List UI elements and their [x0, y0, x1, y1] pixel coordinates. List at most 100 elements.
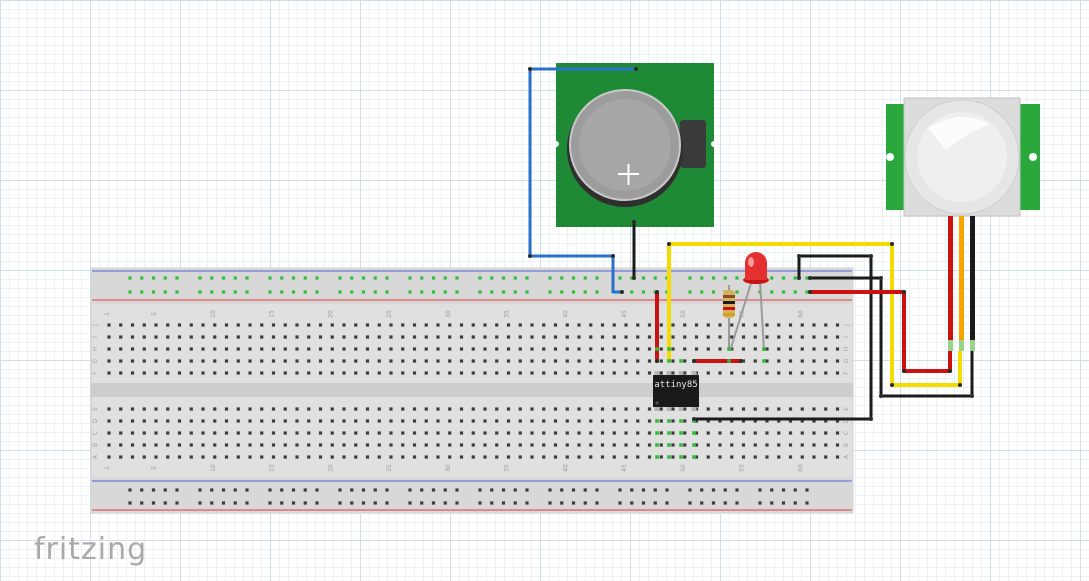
resistor[interactable]	[723, 285, 735, 351]
breadboard-holes	[107, 276, 840, 505]
hole	[295, 323, 299, 327]
hole	[765, 455, 769, 459]
hole	[283, 443, 287, 447]
hole	[260, 323, 264, 327]
column-number: 40	[562, 464, 569, 472]
hole	[236, 455, 240, 459]
rail-hole	[221, 290, 226, 294]
hole	[107, 323, 111, 327]
rail-hole	[221, 488, 226, 492]
pir-motion-sensor[interactable]	[886, 97, 1040, 217]
hole	[530, 371, 534, 375]
wire-blue[interactable]	[528, 67, 636, 294]
hole	[260, 347, 264, 351]
hole	[166, 431, 170, 435]
hole	[471, 407, 475, 411]
hole	[624, 419, 628, 423]
chip-label: attiny85	[654, 380, 697, 390]
rail-hole	[163, 501, 167, 505]
hole	[683, 443, 687, 447]
hole	[730, 323, 734, 327]
rail-hole	[455, 501, 459, 505]
hole	[835, 323, 840, 327]
rail-hole	[198, 488, 202, 492]
rail-hole	[163, 290, 167, 294]
wire-end	[869, 254, 873, 258]
hole	[471, 335, 475, 339]
hole	[753, 323, 757, 327]
hole	[647, 359, 652, 363]
column-number: 60	[797, 310, 804, 318]
hole	[636, 419, 640, 423]
rail-hole	[373, 488, 377, 492]
hole	[119, 347, 123, 351]
column-number: 45	[621, 464, 628, 472]
hole	[307, 455, 311, 459]
rail-hole	[128, 501, 132, 505]
rail-hole	[280, 501, 284, 505]
hole	[377, 455, 381, 459]
hole	[119, 419, 123, 423]
column-number: 5	[151, 312, 158, 316]
rail-hole	[781, 290, 786, 294]
hole	[636, 431, 640, 435]
hole	[706, 347, 710, 351]
hole	[800, 371, 804, 375]
rail-hole	[385, 290, 389, 294]
rail-hole	[303, 488, 307, 492]
hole	[612, 407, 616, 411]
hole	[753, 359, 757, 363]
rail-hole	[735, 488, 739, 492]
rail-hole	[618, 488, 622, 492]
hole	[295, 443, 299, 447]
hole	[401, 419, 405, 423]
hole	[600, 455, 605, 459]
rail-hole	[268, 501, 272, 505]
hole	[119, 323, 123, 327]
coin-cell-face	[579, 99, 671, 191]
hole	[459, 443, 464, 447]
hole	[130, 359, 135, 363]
hole	[213, 431, 217, 435]
coin-cell-battery-module[interactable]	[553, 63, 717, 227]
hole	[283, 347, 287, 351]
rail-hole	[385, 276, 389, 280]
rail-hole	[583, 488, 587, 492]
rail-hole	[653, 276, 657, 280]
hole	[130, 419, 135, 423]
hole	[577, 335, 581, 339]
plus-icon	[618, 164, 639, 185]
highlight-hole	[655, 455, 659, 459]
hole	[824, 323, 828, 327]
wire-yellow-signal[interactable]	[667, 242, 962, 387]
rail-hole	[268, 290, 272, 294]
rail-hole	[688, 290, 692, 294]
rail-hole	[198, 290, 202, 294]
hole	[506, 443, 511, 447]
hole	[518, 407, 522, 411]
rail-hole	[653, 501, 657, 505]
rail-hole	[805, 488, 809, 492]
rail-hole	[140, 488, 144, 492]
hole	[565, 443, 569, 447]
hole	[130, 347, 135, 351]
hole	[342, 335, 346, 339]
red-led[interactable]	[729, 252, 769, 352]
hole	[636, 347, 640, 351]
hole	[706, 455, 710, 459]
attiny85-chip[interactable]: attiny85	[653, 371, 699, 411]
rail-hole	[595, 501, 599, 505]
hole	[130, 407, 135, 411]
hole	[788, 407, 793, 411]
rail-hole	[513, 488, 517, 492]
hole	[342, 455, 346, 459]
hole	[777, 431, 781, 435]
hole	[730, 371, 734, 375]
hole	[365, 371, 370, 375]
hole	[788, 419, 793, 423]
rail-hole	[128, 290, 132, 294]
hole	[142, 443, 146, 447]
hole	[542, 407, 546, 411]
